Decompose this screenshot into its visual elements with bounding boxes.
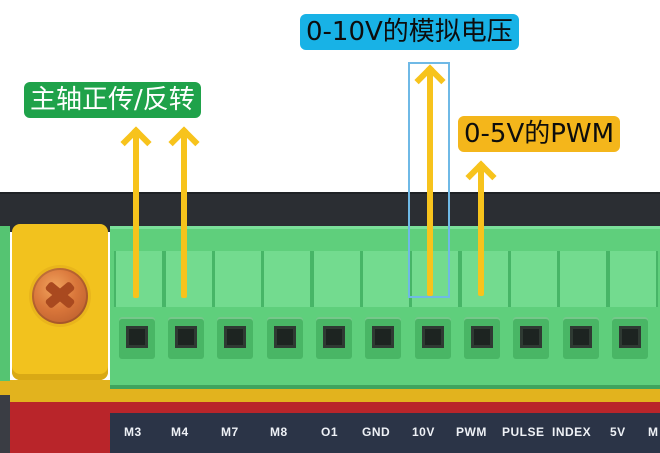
arrow-up-icon <box>181 132 187 298</box>
socket-hole <box>126 326 148 348</box>
socket-hole <box>274 326 296 348</box>
terminal-ridge <box>262 251 312 307</box>
terminal-ridge <box>558 251 608 307</box>
arrow-up-icon <box>168 126 200 158</box>
terminal-socket-index[interactable] <box>563 317 599 359</box>
terminal-block <box>110 226 660 389</box>
terminal-socket-10v[interactable] <box>415 317 451 359</box>
terminal-socket-gnd[interactable] <box>365 317 401 359</box>
socket-hole <box>175 326 197 348</box>
arrow-up-icon <box>133 132 139 298</box>
terminal-socket-5v[interactable] <box>612 317 648 359</box>
terminal-socket-o1[interactable] <box>316 317 352 359</box>
pin-label-m: M <box>648 425 659 439</box>
terminal-ridge <box>608 251 658 307</box>
arrow-up-icon <box>465 160 497 192</box>
terminal-ridge <box>114 251 164 307</box>
terminal-ridge <box>312 251 362 307</box>
socket-hole <box>471 326 493 348</box>
pin-label-bar <box>110 413 660 453</box>
pin-label-index: INDEX <box>552 425 592 439</box>
arrow-up-icon <box>120 126 152 158</box>
left-terminal-edge <box>0 226 10 381</box>
terminal-socket-pulse[interactable] <box>513 317 549 359</box>
terminal-socket-m4[interactable] <box>168 317 204 359</box>
pin-label-m7: M7 <box>221 425 239 439</box>
socket-hole <box>619 326 641 348</box>
socket-hole <box>570 326 592 348</box>
pin-label-m4: M4 <box>171 425 189 439</box>
terminal-socket-m8[interactable] <box>267 317 303 359</box>
socket-hole <box>372 326 394 348</box>
board-left-edge <box>0 395 10 453</box>
terminal-socket-pwm[interactable] <box>464 317 500 359</box>
pin-label-gnd: GND <box>362 425 391 439</box>
socket-hole <box>520 326 542 348</box>
terminal-ridge <box>213 251 263 307</box>
pin-label-10v: 10V <box>412 425 435 439</box>
terminal-socket-m3[interactable] <box>119 317 155 359</box>
pin-label-5v: 5V <box>610 425 626 439</box>
callout-analog-voltage: 0-10V的模拟电压 <box>300 14 519 50</box>
callout-pwm: 0-5V的PWM <box>458 116 621 152</box>
pin-label-m3: M3 <box>124 425 142 439</box>
pin-label-o1: O1 <box>321 425 339 439</box>
socket-hole <box>323 326 345 348</box>
terminal-ridge <box>164 251 214 307</box>
pin-label-pwm: PWM <box>456 425 487 439</box>
socket-hole <box>224 326 246 348</box>
terminal-ridge <box>460 251 510 307</box>
terminal-ridge <box>509 251 559 307</box>
pin-label-pulse: PULSE <box>502 425 545 439</box>
arrow-up-icon <box>478 166 484 296</box>
highlight-box-10v <box>408 62 450 298</box>
terminal-ridge <box>361 251 411 307</box>
pin-label-m8: M8 <box>270 425 288 439</box>
socket-hole <box>422 326 444 348</box>
board-top-edge <box>0 192 660 232</box>
terminal-socket-m7[interactable] <box>217 317 253 359</box>
callout-spindle-direction: 主轴正传/反转 <box>24 82 201 118</box>
arrow-up-icon <box>427 70 433 296</box>
